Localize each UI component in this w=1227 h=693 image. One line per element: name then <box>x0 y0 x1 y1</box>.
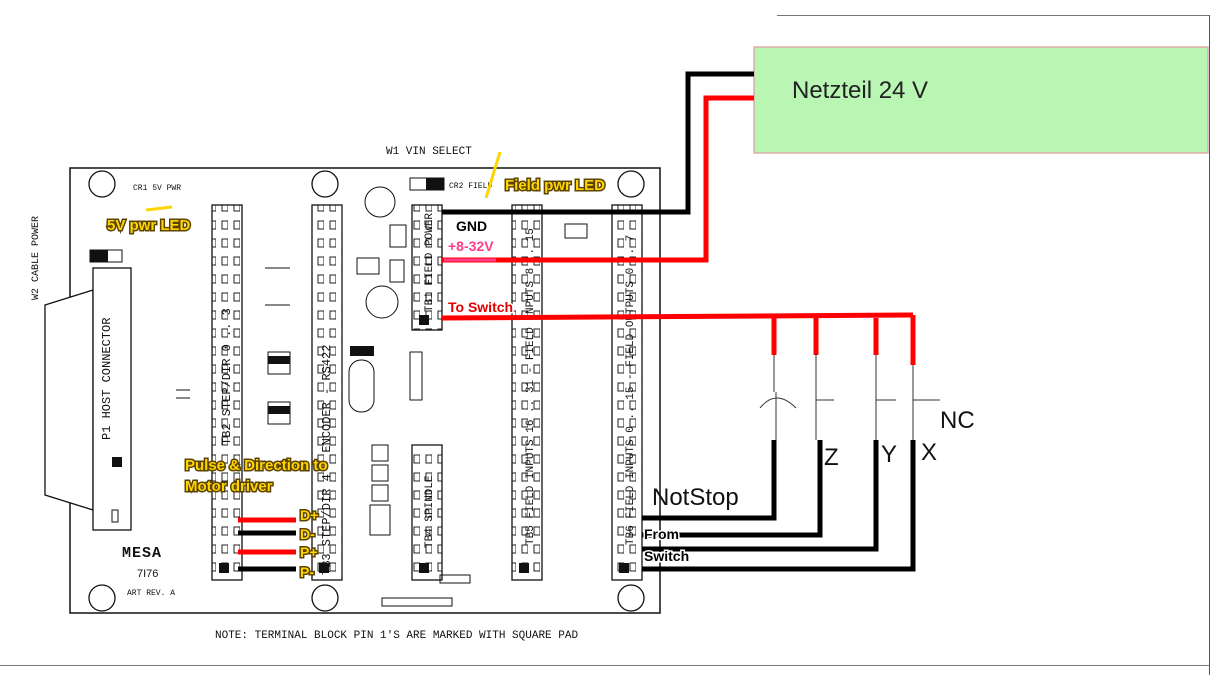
board-note: NOTE: TERMINAL BLOCK PIN 1'S ARE MARKED … <box>215 630 578 642</box>
tb6-terminal-block <box>611 204 643 581</box>
y-axis-label: Y <box>881 441 897 468</box>
tb4-label: TB4 SPINDLE <box>424 475 436 548</box>
to-switch-wire <box>441 312 914 321</box>
w1-vin-select-label: W1 VIN SELECT <box>386 146 472 158</box>
tb1-label: TB1 FIELD POWER <box>424 213 436 312</box>
from-label: From <box>644 526 679 542</box>
mesa-logo: MESA <box>122 545 162 562</box>
gnd-label: GND <box>456 218 487 234</box>
pulse-direction-label-line1: Pulse & Direction to <box>185 457 328 474</box>
board-outline <box>69 167 661 614</box>
mesa-7i76-board: P1 HOST CONNECTOR W2 CABLE POWER TB2 STE… <box>31 146 661 642</box>
nc-label: NC <box>940 407 975 434</box>
z-return-wire <box>642 440 823 538</box>
tb5-terminal-block <box>511 204 543 581</box>
mounting-hole <box>617 170 645 198</box>
notstop-return-wire <box>642 440 777 521</box>
p1-pin1-pad <box>112 457 122 467</box>
5v-led-pointer <box>145 205 173 212</box>
tb2-label: TB2 STEP/DIR 0 .. 3 <box>220 308 234 445</box>
power-supply-label: Netzteil 24 V <box>792 77 928 104</box>
frame-bottom-border <box>0 665 1210 666</box>
w2-cable-power-label: W2 CABLE POWER <box>31 216 42 300</box>
mounting-hole <box>88 584 116 612</box>
board-model: 7I76 <box>137 568 158 580</box>
pminus-label: P- <box>300 564 314 580</box>
tb3-terminal-block <box>311 204 343 581</box>
frame-top-border <box>777 15 1209 16</box>
mounting-hole <box>311 170 339 198</box>
field-led-pointer <box>484 151 502 199</box>
mounting-hole <box>617 584 645 612</box>
capacitor <box>365 285 399 319</box>
p1-connector-body <box>92 267 132 531</box>
tb1-terminal-block <box>411 204 443 331</box>
switch-label: Switch <box>644 548 689 564</box>
notstop-label: NotStop <box>652 484 739 511</box>
to-switch-label: To Switch <box>448 299 513 315</box>
p1-connector-shell <box>44 289 94 511</box>
board-revision: ART REV. A <box>127 589 175 598</box>
vplus-label: +8-32V <box>448 238 494 254</box>
cr1-label: CR1 5V PWR <box>133 184 181 193</box>
vplus-wire <box>442 95 754 263</box>
pulse-direction-label-line2: Motor driver <box>185 478 273 495</box>
frame-right-border <box>1209 15 1210 675</box>
field-pwr-led-label: Field pwr LED <box>505 177 605 194</box>
notstop-switch-contact <box>759 397 797 409</box>
x-axis-label: X <box>921 439 937 466</box>
wires <box>145 71 940 572</box>
dminus-label: D- <box>300 526 315 542</box>
x-return-wire <box>642 440 916 572</box>
tb5-label: TB5 FIELD INPUTS 16 .. 31 - FIELD INPUTS… <box>525 228 537 545</box>
z-axis-label: Z <box>824 444 839 471</box>
p1-connector-label: P1 HOST CONNECTOR <box>100 318 114 440</box>
tb2-terminal-block <box>211 204 243 581</box>
y-return-wire <box>642 440 879 552</box>
tb6-label: TB6 FIELD INPUTS 0 .. 15 - FIELD OUTPUTS… <box>625 235 637 545</box>
dplus-label: D+ <box>300 507 318 523</box>
power-supply-box <box>753 46 1209 154</box>
tb4-terminal-block <box>411 444 443 581</box>
gnd-wire <box>442 71 754 215</box>
pplus-label: P+ <box>300 544 318 560</box>
cr2-label: CR2 FIELD <box>449 182 492 191</box>
mounting-hole <box>311 584 339 612</box>
tb3-label: TB3 STEP/DIR 4 - ENCODER - RS422 <box>320 345 334 575</box>
switch-labels: NotStop NC Z Y X <box>652 407 975 511</box>
annotation-labels: Field pwr LED 5V pwr LED GND +8-32V To S… <box>106 176 691 582</box>
mounting-hole <box>88 170 116 198</box>
capacitor <box>364 186 396 218</box>
5v-pwr-led-label: 5V pwr LED <box>107 217 191 234</box>
